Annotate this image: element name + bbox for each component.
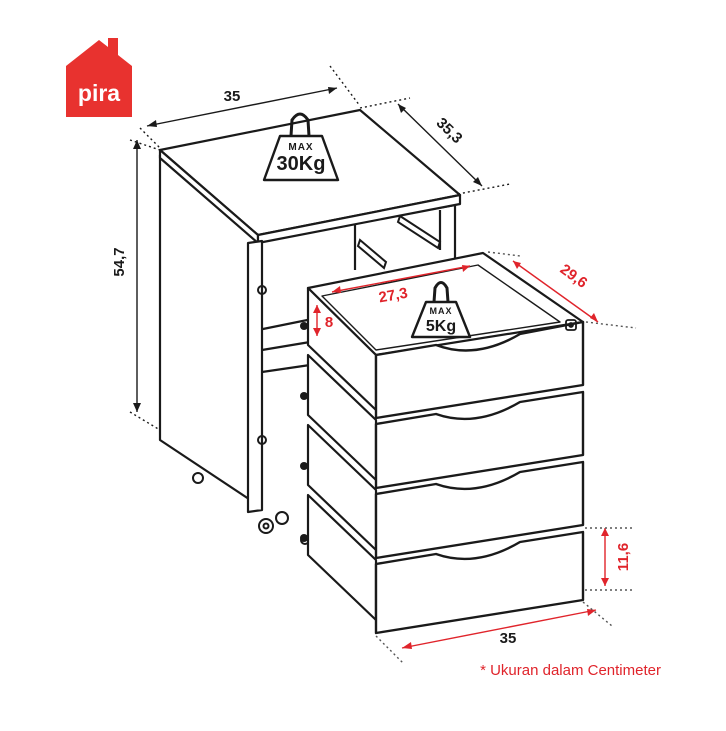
weight-icon-top: MAX 30Kg (262, 112, 340, 182)
weight-max-label: MAX (430, 306, 453, 316)
weight-max-label: MAX (288, 142, 313, 153)
drawer-front-4 (374, 530, 585, 635)
drawer-slide-rails (257, 214, 442, 445)
drawer-front-2 (374, 390, 585, 490)
cabinet-top-front-edge (256, 193, 462, 245)
dim-height: 54,7 (111, 247, 128, 276)
logo-text: pira (78, 80, 120, 106)
dim-front-width: 35 (500, 630, 517, 647)
pira-logo: pira (66, 38, 132, 117)
weight-load-label: 5Kg (426, 318, 456, 335)
units-note: * Ukuran dalam Centimeter (480, 662, 661, 679)
drawer-front-1 (374, 320, 585, 420)
dim-drawer-depth: 29,6 (557, 261, 591, 292)
dimension-lines-red (313, 251, 637, 665)
drawer-fronts (374, 320, 585, 635)
dim-drawer-inner-height: 8 (325, 314, 333, 331)
caster-wheel (275, 511, 289, 525)
weight-icon-drawer: MAX 5Kg (410, 281, 472, 339)
cabinet-front-post (246, 239, 264, 514)
drawer-side-knobs (300, 322, 308, 542)
dim-drawer-front-height: 11,6 (615, 543, 632, 571)
weight-load-label: 30Kg (277, 153, 326, 175)
dim-top-width: 35 (224, 88, 241, 105)
dim-drawer-inner-width: 27,3 (377, 285, 409, 307)
drawer-lock-icon (565, 319, 577, 331)
caster-wheel (192, 472, 204, 484)
dimension-lines-black (129, 65, 511, 431)
drawer-front-3 (374, 460, 585, 560)
